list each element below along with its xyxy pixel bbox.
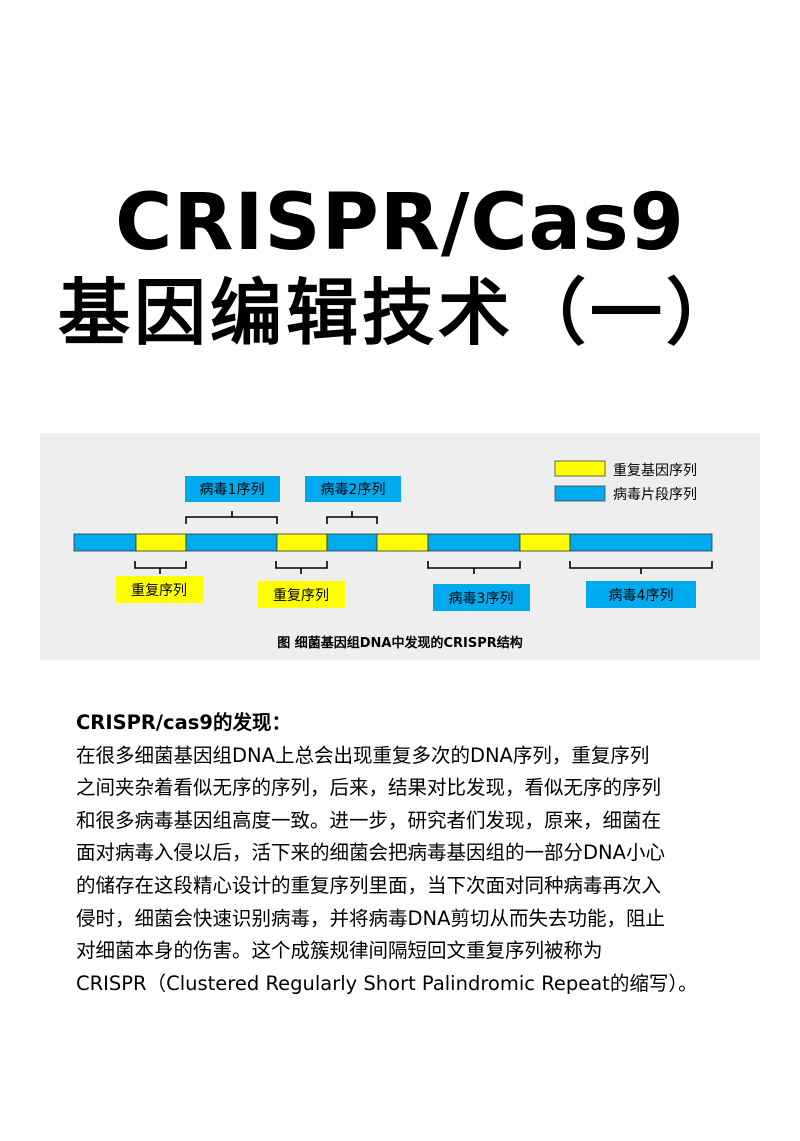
segment-virus <box>73 533 137 552</box>
body-text: CRISPR/cas9的发现： 在很多细菌基因组DNA上总会出现重复多次的DNA… <box>76 707 736 1000</box>
crispr-figure: 重复基因序列 病毒片段序列 病毒1序列 病毒2序列 重复序列 <box>40 433 760 660</box>
segment-repeat <box>135 533 187 552</box>
legend-label-virus: 病毒片段序列 <box>613 487 697 503</box>
label-virus2: 病毒2序列 <box>321 482 386 498</box>
segment-virus <box>326 533 378 552</box>
brace-repeat-b <box>275 561 328 574</box>
body-line: 的储存在这段精心设计的重复序列里面，当下次面对同种病毒再次入 <box>76 873 662 897</box>
section-heading: CRISPR/cas9的发现： <box>76 711 291 734</box>
label-virus1: 病毒1序列 <box>200 482 265 498</box>
brace-virus2 <box>326 511 378 524</box>
label-box-virus2 <box>305 476 401 502</box>
brace-repeat-a <box>134 561 187 574</box>
brace-virus1 <box>185 511 278 524</box>
body-line: 对细菌本身的伤害。这个成簇规律间隔短回文重复序列被称为 <box>76 939 603 963</box>
label-box-virus3 <box>433 584 530 611</box>
crispr-diagram-svg: 重复基因序列 病毒片段序列 病毒1序列 病毒2序列 重复序列 <box>73 460 713 651</box>
page-title-line2: 基因编辑技术（一） <box>57 271 742 355</box>
body-line: 在很多细菌基因组DNA上总会出现重复多次的DNA序列，重复序列 <box>76 743 650 767</box>
body-line: 面对病毒入侵以后，活下来的细菌会把病毒基因组的一部分DNA小心 <box>76 841 665 865</box>
body-line: CRISPR（Clustered Regularly Short Palindr… <box>76 971 698 995</box>
brace-virus4 <box>569 561 713 574</box>
dna-strip <box>73 533 713 552</box>
label-virus3: 病毒3序列 <box>449 591 514 607</box>
label-box-virus4 <box>586 581 696 608</box>
segment-repeat <box>276 533 328 552</box>
label-box-virus1 <box>185 476 280 502</box>
segment-virus <box>427 533 521 552</box>
label-box-repeat-a <box>116 576 203 603</box>
body-line: 之间夹杂着看似无序的序列，后来，结果对比发现，看似无序的序列 <box>76 776 662 800</box>
page-title-line1: CRISPR/Cas9 <box>115 178 685 268</box>
legend-swatch-repeat <box>554 460 606 477</box>
label-virus4: 病毒4序列 <box>609 588 674 604</box>
label-repeat-a: 重复序列 <box>131 582 187 599</box>
segment-repeat <box>519 533 571 552</box>
figure-caption: 图 细菌基因组DNA中发现的CRISPR结构 <box>277 635 523 651</box>
segment-virus <box>185 533 278 552</box>
body-line: 侵时，细菌会快速识别病毒，并将病毒DNA剪切从而失去功能，阻止 <box>76 906 665 930</box>
body-line: 和很多病毒基因组高度一致。进一步，研究者们发现，原来，细菌在 <box>76 808 662 832</box>
label-repeat-b: 重复序列 <box>273 587 329 604</box>
legend-label-repeat: 重复基因序列 <box>613 462 697 479</box>
brace-virus3 <box>427 561 521 574</box>
segment-virus <box>569 533 713 552</box>
label-box-repeat-b <box>258 581 345 608</box>
legend-swatch-virus <box>554 485 606 502</box>
segment-repeat <box>376 533 429 552</box>
